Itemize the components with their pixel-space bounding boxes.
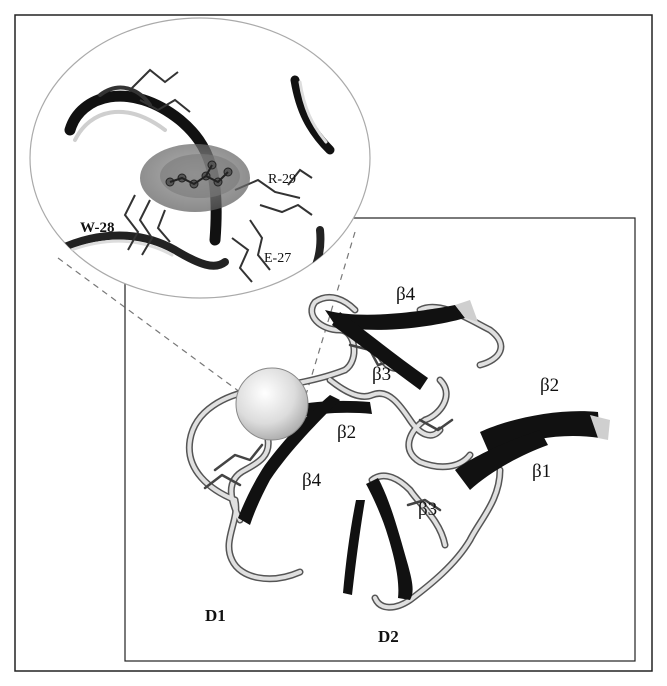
inset-zoom <box>30 18 370 298</box>
binding-site-sphere <box>236 368 308 440</box>
strand-d2-b3 <box>366 478 413 600</box>
label-d2-b2: β2 <box>540 375 559 396</box>
label-e27: E-27 <box>264 251 291 266</box>
label-d1: D1 <box>205 606 226 625</box>
label-d2-b1: β1 <box>532 461 551 482</box>
beta-strands <box>238 300 610 600</box>
label-r29: R-29 <box>268 172 296 187</box>
label-d1-b3: β3 <box>372 364 391 385</box>
strand-d2-left <box>343 500 365 595</box>
label-d2-b3: β3 <box>418 499 437 520</box>
label-d1-b4-top: β4 <box>396 284 416 305</box>
main-ribbon-structure <box>189 297 501 607</box>
label-d2: D2 <box>378 627 399 646</box>
label-w28: W-28 <box>80 220 114 236</box>
label-d1-b4-low: β4 <box>302 470 322 491</box>
label-d1-b2: β2 <box>337 422 356 443</box>
